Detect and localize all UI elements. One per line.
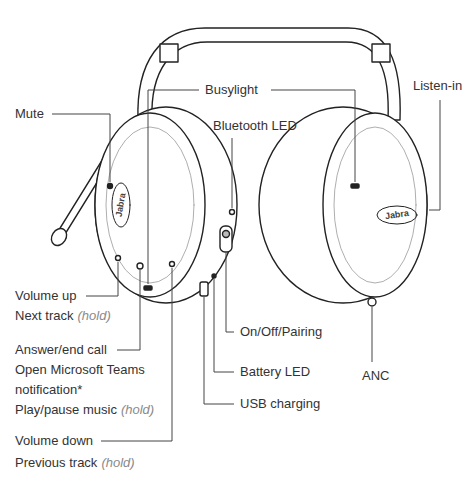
hold-note: (hold) bbox=[101, 453, 134, 473]
part-label: Busylight bbox=[205, 80, 258, 100]
left-cup-ring bbox=[106, 127, 194, 283]
control-label: Answer/end call bbox=[15, 340, 107, 360]
power-switch-knob bbox=[223, 231, 230, 238]
leader-line bbox=[226, 253, 234, 332]
logo-ring bbox=[377, 206, 417, 224]
logo-ring bbox=[112, 183, 130, 227]
leader-line bbox=[86, 262, 118, 296]
leader-line bbox=[117, 270, 140, 350]
leader-line bbox=[372, 307, 373, 362]
mute-button bbox=[108, 184, 113, 189]
part-label: Mute bbox=[15, 104, 44, 124]
right-cup-ring bbox=[334, 127, 416, 283]
leader-line bbox=[52, 114, 110, 182]
headband bbox=[138, 28, 400, 120]
headband-hinge bbox=[372, 44, 390, 62]
leader-line bbox=[232, 138, 233, 208]
battery-led bbox=[212, 274, 216, 278]
hold-note: (hold) bbox=[78, 306, 111, 326]
leader-line bbox=[429, 100, 440, 210]
control-label: Play/pause music bbox=[15, 400, 117, 420]
part-label: Bluetooth LED bbox=[213, 116, 297, 136]
right-cup-face bbox=[323, 113, 427, 297]
part-label: USB charging bbox=[240, 394, 320, 414]
part-label: Listen-in bbox=[413, 76, 462, 96]
part-label: Battery LED bbox=[240, 362, 310, 382]
control-label: Open Microsoft Teams notification* bbox=[15, 360, 165, 400]
leader-line bbox=[204, 297, 234, 404]
brand-logo: Jabra bbox=[113, 192, 128, 218]
usb-port bbox=[200, 282, 208, 296]
busylight bbox=[351, 184, 359, 188]
right-ear-cup bbox=[259, 107, 427, 303]
control-label: Volume down bbox=[15, 431, 93, 451]
control-label: Next track bbox=[15, 306, 74, 326]
part-label: ANC bbox=[362, 366, 389, 386]
bluetooth-led bbox=[230, 210, 235, 215]
leader-line bbox=[214, 279, 234, 372]
volume-up-button bbox=[116, 256, 121, 261]
hold-note: (hold) bbox=[121, 400, 154, 420]
anc-button bbox=[368, 298, 376, 306]
power-switch bbox=[220, 226, 232, 252]
leader-lines bbox=[52, 90, 440, 441]
leader-line bbox=[271, 90, 355, 182]
mic-tip bbox=[48, 226, 69, 249]
volume-down-button bbox=[170, 262, 175, 267]
leader-line bbox=[148, 90, 199, 284]
answer-button bbox=[137, 263, 143, 269]
busylight bbox=[144, 286, 152, 290]
left-cup-face bbox=[95, 113, 205, 297]
brand-logo: Jabra bbox=[384, 208, 409, 222]
part-label: On/Off/Pairing bbox=[240, 322, 322, 342]
control-label: Previous track bbox=[15, 453, 97, 473]
headband-hinge bbox=[160, 44, 178, 62]
control-label: Volume up bbox=[15, 286, 76, 306]
left-ear-cup bbox=[95, 107, 237, 303]
